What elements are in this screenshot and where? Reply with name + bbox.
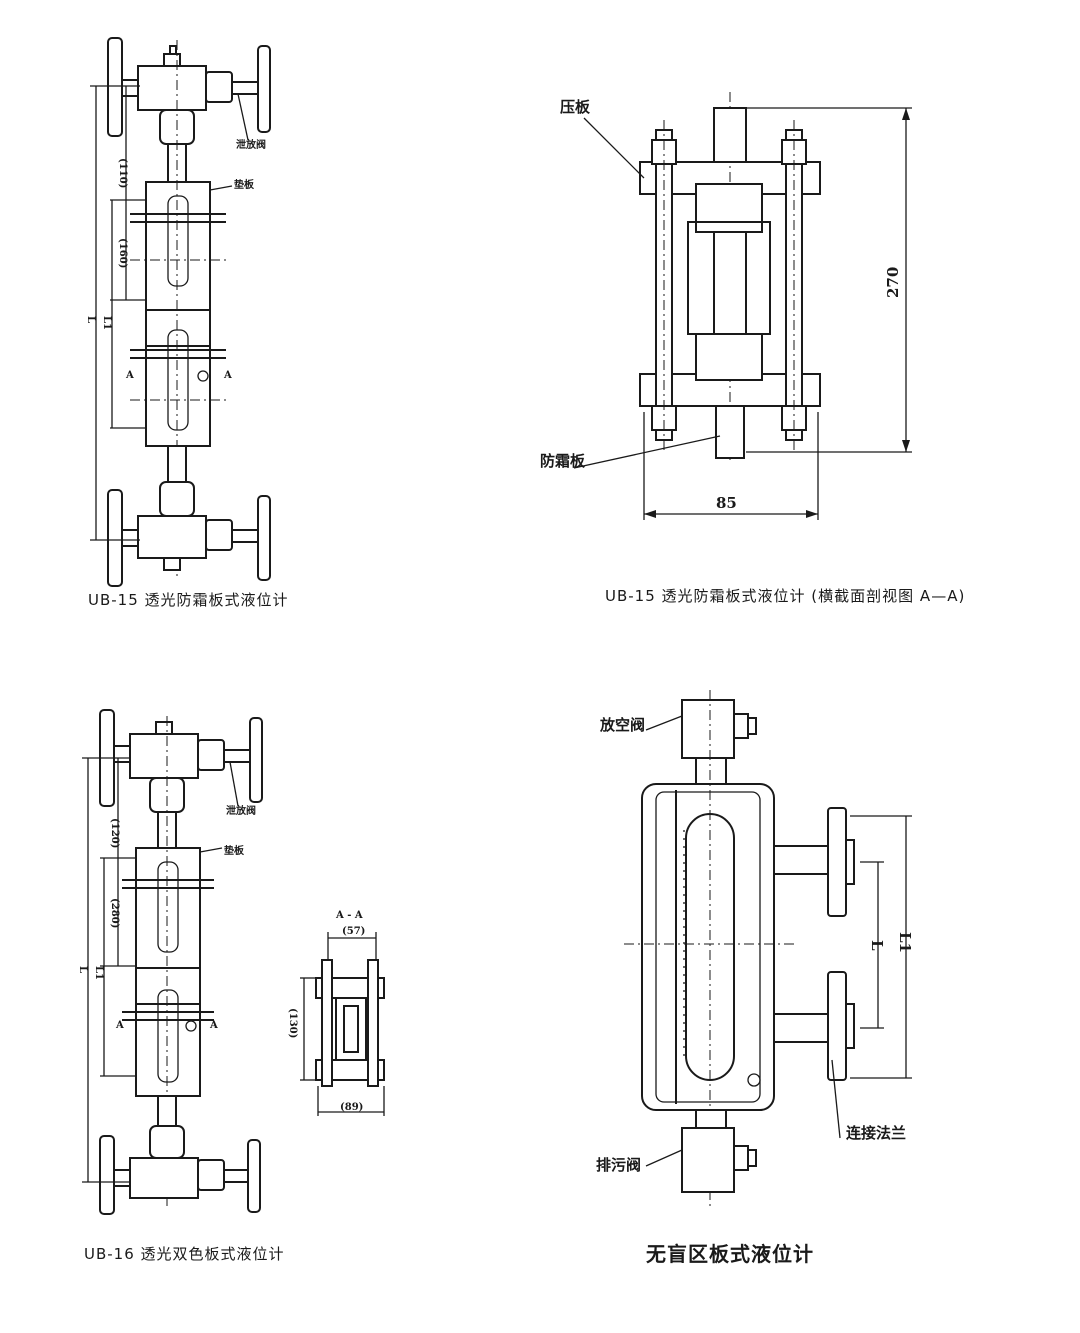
fig3-dim-mid: (280) <box>109 898 120 928</box>
fig3-caption: UB-16 透光双色板式液位计 <box>84 1245 285 1263</box>
fig1-upper-chamber <box>145 181 211 311</box>
fig1-section-mark-right: A <box>223 370 232 381</box>
fig4-upper-flange <box>827 807 847 917</box>
fig1-section-mark-left: A <box>125 370 134 381</box>
fig3-section-mark-left: A <box>115 1020 124 1031</box>
fig4-drawing <box>624 690 912 1210</box>
fig1-drawing <box>90 37 271 587</box>
fig3-label-valve: 泄放阀 <box>226 804 256 817</box>
fig2-dim-height: 270 <box>884 267 902 298</box>
fig1-dim-mid: (160) <box>117 238 128 268</box>
fig3-top-valve-body <box>129 733 199 779</box>
fig3-section-view <box>300 932 385 1116</box>
fig1-label-valve: 泄放阀 <box>236 138 266 151</box>
fig2-top-glass <box>695 183 763 233</box>
fig1-top-valve-body <box>137 65 207 111</box>
fig3-dim-top: (120) <box>109 818 120 848</box>
fig1-top-nut <box>205 71 233 103</box>
fig3-section-dim-side: (130) <box>287 1008 298 1038</box>
fig1-bottom-coupling <box>159 481 195 517</box>
fig4-label-drain-valve: 排污阀 <box>596 1156 641 1174</box>
fig3-dim-L1: L1 <box>93 966 104 980</box>
fig1-lower-chamber <box>145 345 211 447</box>
fig3-section-dim-bottom: (89) <box>340 1102 363 1113</box>
fig1-dim-top: (110) <box>117 158 128 188</box>
fig1-top-cap <box>163 53 181 67</box>
fig4-caption: 无盲区板式液位计 <box>646 1242 814 1266</box>
fig1-bottom-pipe <box>167 445 187 483</box>
fig2-label-press-plate: 压板 <box>560 98 591 116</box>
fig3-section-dim-top: (57) <box>342 926 365 937</box>
fig3-top-right-handwheel <box>249 717 263 803</box>
fig3-label-gasket: 垫板 <box>224 844 245 857</box>
fig1-dim-L: L <box>85 316 96 323</box>
fig3-dim-L: L <box>77 966 88 973</box>
fig4-label-vent-valve: 放空阀 <box>599 716 645 734</box>
fig2-bottom-glass <box>695 333 763 381</box>
fig1-caption: UB-15 透光防霜板式液位计 <box>88 591 289 609</box>
fig1-top-right-handwheel <box>257 45 271 133</box>
fig2-caption: UB-15 透光防霜板式液位计 (横截面剖视图 A—A) <box>605 587 966 605</box>
fig4-vent-valve <box>681 699 735 759</box>
fig2-dim-width: 85 <box>716 494 737 512</box>
fig3-drawing <box>82 709 263 1215</box>
fig1-bottom-valve-body <box>137 515 207 559</box>
fig1-bottom-right-handwheel <box>257 495 271 581</box>
fig4-dim-L1: L1 <box>896 932 914 953</box>
fig4-lower-flange <box>827 971 847 1081</box>
fig4-drain-valve <box>681 1127 735 1193</box>
fig1-label-gasket: 垫板 <box>234 178 255 191</box>
fig2-drawing <box>573 92 912 520</box>
fig4-label-flange: 连接法兰 <box>846 1124 906 1142</box>
fig1-top-stem <box>121 79 139 97</box>
fig3-bottom-valve-body <box>129 1157 199 1199</box>
fig1-dim-L1: L1 <box>101 316 112 330</box>
fig1-top-left-handwheel <box>107 37 123 137</box>
fig3-section-title: A - A <box>335 910 363 921</box>
fig2-label-frost-plate: 防霜板 <box>540 452 586 470</box>
fig1-bottom-left-handwheel <box>107 489 123 587</box>
fig3-upper-chamber <box>135 847 201 969</box>
fig3-section-mark-right: A <box>209 1020 218 1031</box>
fig4-dim-L: L <box>868 940 886 951</box>
